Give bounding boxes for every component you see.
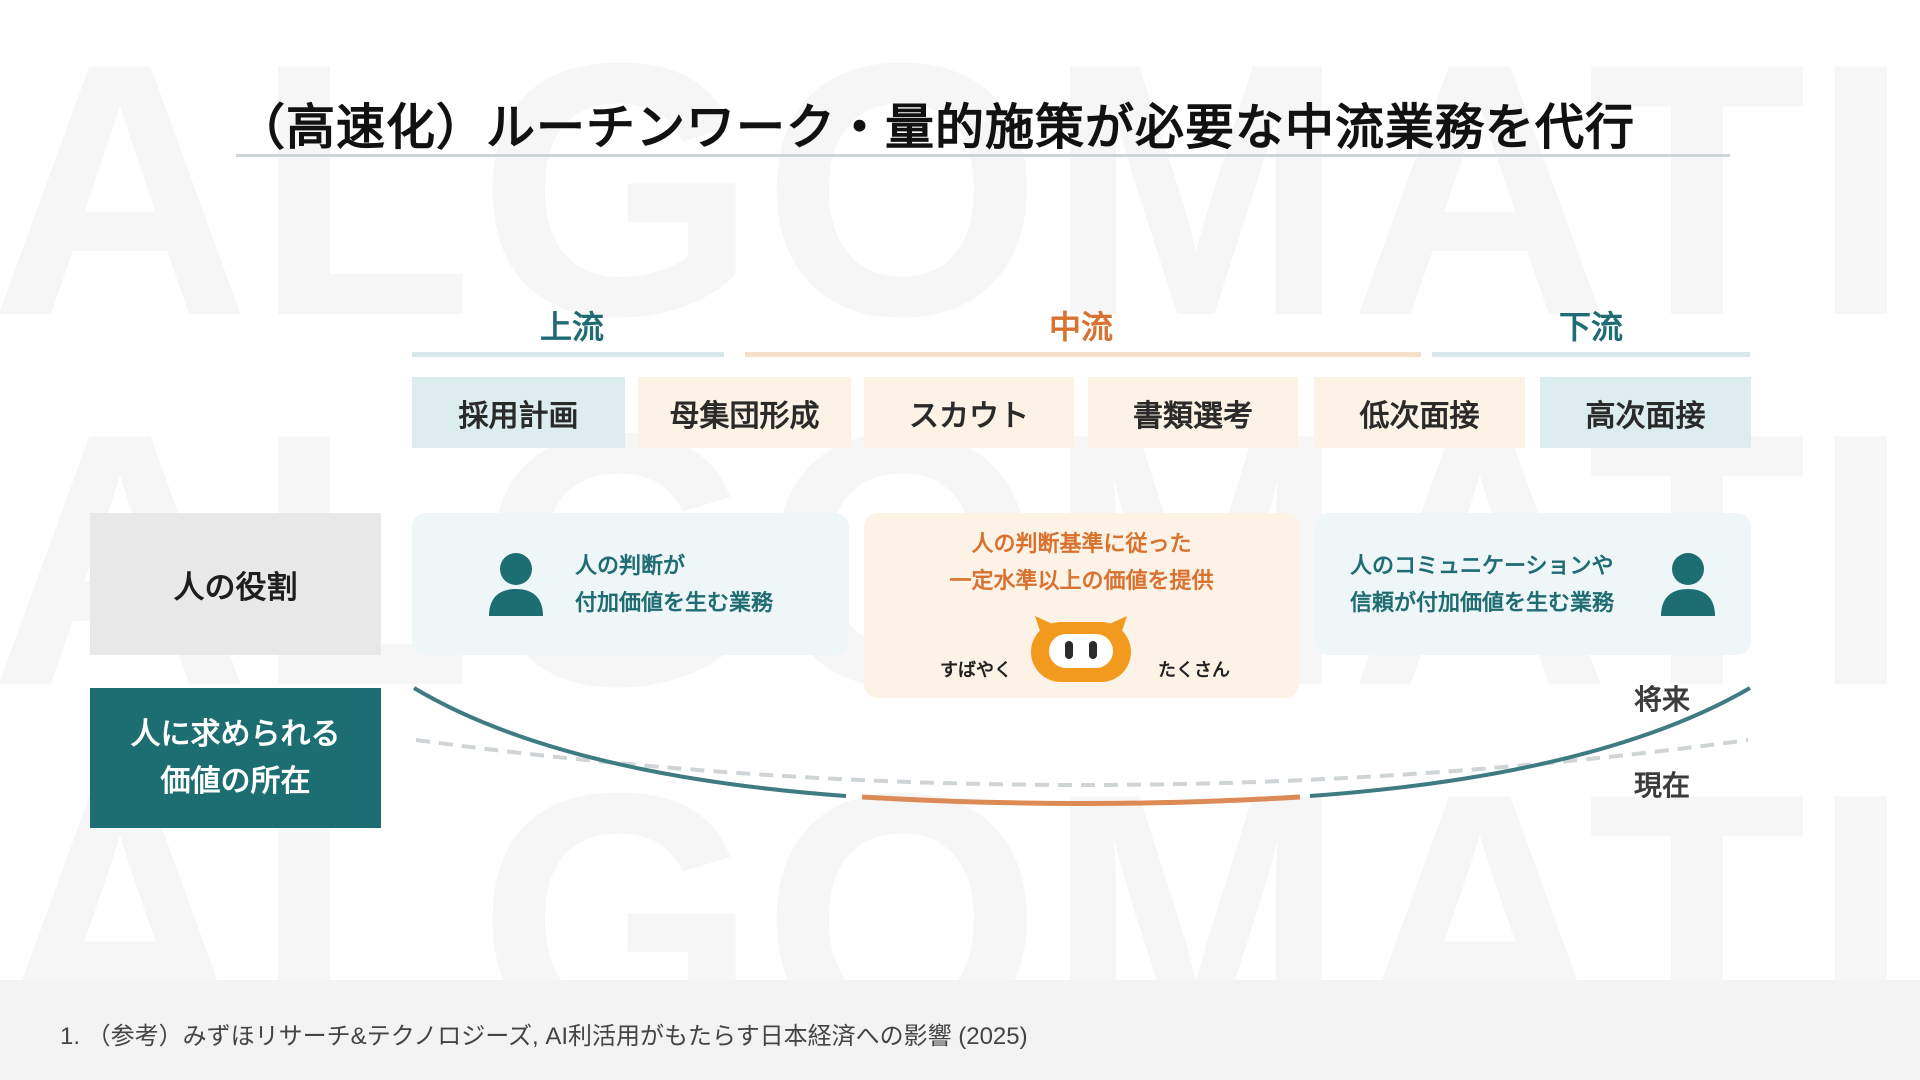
role-card-line: 付加価値を生む業務 [575,585,773,622]
stage-midstream-bar [745,352,1421,357]
stage-downstream: 下流 [1432,302,1750,348]
process-lower-interview: 低次面接 [1314,377,1525,448]
process-document-screening: 書類選考 [1088,377,1298,448]
role-card-line: 信頼が付加価値を生む業務 [1350,585,1614,622]
process-population-forming: 母集団形成 [638,377,851,448]
person-icon [1659,552,1717,616]
stage-midstream: 中流 [745,302,1417,348]
future-label: 将来 [1634,678,1690,718]
row-label-value-location: 人に求められる 価値の所在 [90,688,381,828]
tag-fast: すばやく [940,656,1012,682]
role-card-midstream-text: 人の判断基準に従った 一定水準以上の価値を提供 [864,526,1299,600]
future-value-curve-middle [862,797,1300,804]
stage-downstream-bar [1432,352,1750,357]
role-card-line: 一定水準以上の価値を提供 [864,563,1299,600]
row-label-line: 人に求められる [131,711,341,758]
footnote: 1. （参考）みずほリサーチ&テクノロジーズ, AI利活用がもたらす日本経済への… [60,1016,1028,1051]
tag-many: たくさん [1158,656,1230,682]
row-label-human-role: 人の役割 [90,513,381,655]
role-card-line: 人の判断が [575,548,773,585]
process-scouting: スカウト [864,377,1074,448]
stage-upstream-bar [412,352,724,357]
stage-upstream: 上流 [412,302,732,348]
role-card-line: 人の判断基準に従った [864,526,1299,563]
process-higher-interview: 高次面接 [1540,377,1751,448]
process-recruitment-planning: 採用計画 [412,377,625,448]
person-icon [487,552,545,616]
role-card-downstream-text: 人のコミュニケーションや 信頼が付加価値を生む業務 [1350,548,1614,622]
future-value-curve-left [414,688,846,796]
role-card-upstream-text: 人の判断が 付加価値を生む業務 [575,548,773,622]
mascot-icon [1027,612,1135,684]
current-label: 現在 [1634,764,1690,804]
row-label-line: 価値の所在 [161,758,311,805]
role-card-line: 人のコミュニケーションや [1350,548,1614,585]
